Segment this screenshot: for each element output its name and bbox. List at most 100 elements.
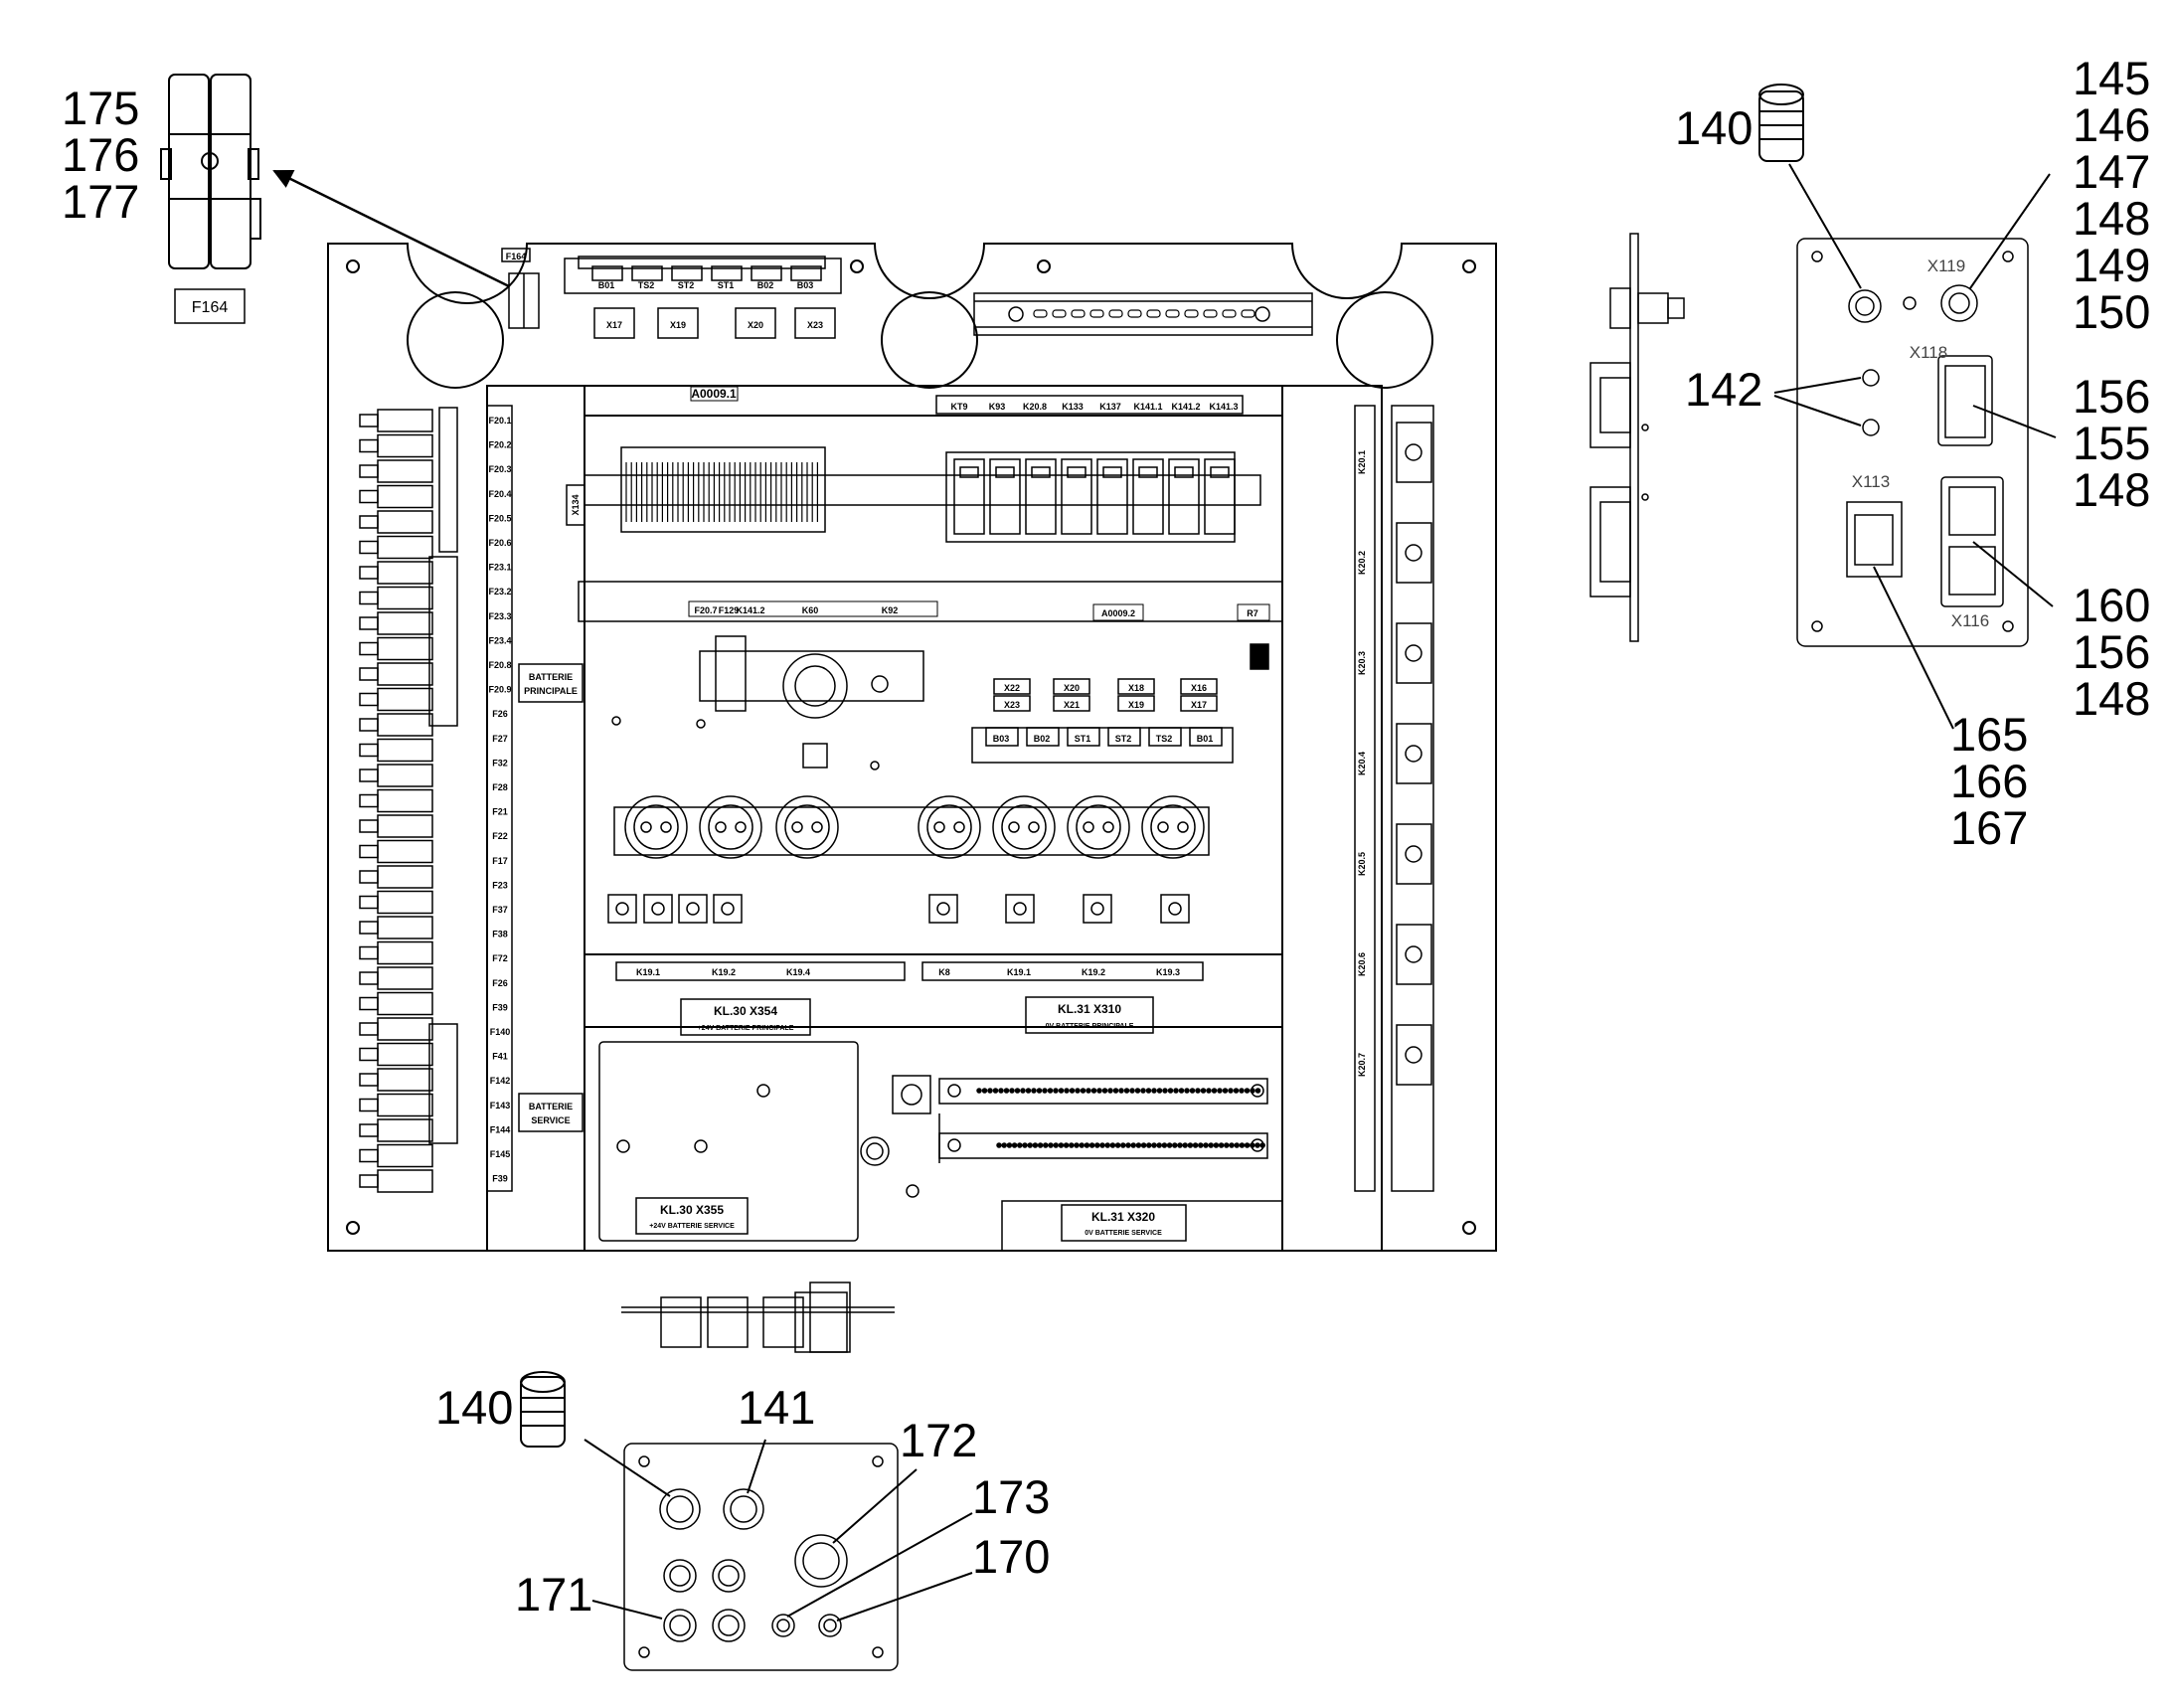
left-fuse-label: F39 (492, 1174, 508, 1184)
kl31-x310-sub: 0V BATTERIE PRINCIPALE (1046, 1023, 1134, 1030)
top-relay (657, 307, 699, 339)
terminal-dot (1011, 1142, 1018, 1148)
left-relay (377, 535, 433, 560)
leader-140-bottom (584, 1439, 671, 1497)
label-a0009-2: A0009.2 (1101, 608, 1135, 618)
batterie-principale-l2: PRINCIPALE (524, 686, 578, 696)
round-fuse-bolt (640, 821, 652, 833)
left-relay (377, 662, 433, 686)
square-terminal-bolt (1090, 902, 1104, 916)
mid-relay-label: X22 (1004, 683, 1020, 693)
mid-fuse-label: B01 (1197, 734, 1214, 744)
right-relay-body (1396, 823, 1432, 885)
left-fuse-label: F23 (492, 880, 508, 890)
left-relay (377, 839, 433, 864)
left-relay-pin (359, 438, 379, 453)
terminal-dot (1187, 1142, 1194, 1148)
left-relay (377, 966, 433, 990)
terminal-dot (1107, 1088, 1113, 1094)
kl31-x320-title: KL.31 X320 (1091, 1210, 1155, 1224)
kl31-x320-sub: 0V BATTERIE SERVICE (1085, 1230, 1162, 1237)
callout-173: 173 (972, 1470, 1050, 1523)
shunt-assembly (611, 635, 1269, 770)
relay-top-label: K93 (989, 402, 1006, 412)
leader-156 (1972, 405, 2057, 438)
terminal-dot (1222, 1088, 1229, 1094)
mid-relay-label: X17 (1191, 700, 1207, 710)
left-fuse-label: F144 (490, 1124, 511, 1134)
square-terminal-bolt (686, 902, 700, 916)
right-relay-screw (1405, 745, 1422, 763)
terminal-dot (1250, 1142, 1255, 1148)
left-relay-pin (359, 1123, 379, 1137)
cable-gland-140-bottom (520, 1371, 566, 1448)
terminal-dot (1140, 1088, 1146, 1094)
rail-slot (1108, 309, 1123, 318)
left-fuse-label: F20.9 (488, 685, 511, 695)
mid-relay (1053, 678, 1090, 695)
left-fuse-label: F17 (492, 856, 508, 866)
round-fuse-outer (1141, 795, 1205, 859)
terminal-dot (1125, 1142, 1131, 1148)
top-fuse-block-frame (564, 257, 842, 294)
left-relay-pin (359, 591, 379, 605)
rail-slot (1127, 309, 1142, 318)
top-fuse-cell (671, 265, 703, 281)
top-fuse-cell (790, 265, 822, 281)
terminal-kl30-x354: KL.30 X354 +24V BATTERIE PRINCIPALE (680, 998, 811, 1036)
square-terminal-bolt (651, 902, 665, 916)
relay-coil (995, 466, 1015, 478)
relay-lower-right-label: K19.2 (1082, 967, 1105, 977)
left-relay-bracket (438, 407, 458, 553)
relay-top-label: K141.1 (1133, 402, 1162, 412)
mid-fuse-cell (1189, 727, 1223, 747)
terminal-dot (1228, 1088, 1234, 1094)
terminal-dot (1244, 1142, 1251, 1148)
terminal-dot (1032, 1142, 1039, 1148)
terminal-dot (1112, 1088, 1119, 1094)
round-fuse-outer (624, 795, 688, 859)
mid-fuse-cell (1067, 727, 1100, 747)
label-x134: X134 (571, 494, 581, 515)
terminal-dot (1120, 1142, 1126, 1148)
mid-relay-label: X21 (1064, 700, 1080, 710)
terminal-dot (1022, 1142, 1028, 1148)
left-relay (377, 764, 433, 787)
relay-top-label: K137 (1099, 402, 1121, 412)
mid-relay (993, 678, 1031, 695)
terminal-dot (1182, 1142, 1188, 1148)
terminal-dot (1162, 1088, 1168, 1094)
round-fuse-inner (926, 804, 972, 850)
right-relay-label: K20.1 (1357, 450, 1367, 474)
connector-plate-right (1796, 238, 2029, 647)
left-relay-pin (359, 1098, 379, 1112)
terminal-dot (1075, 1088, 1081, 1094)
right-relay-strip (1354, 405, 1376, 1192)
fuse-mid-label: F129 (719, 605, 740, 615)
round-fuse-outer (992, 795, 1056, 859)
terminal-dot (1109, 1142, 1116, 1148)
right-relay-screw (1405, 945, 1422, 963)
round-fuse-bolt (933, 821, 945, 833)
terminal-dot (1189, 1088, 1196, 1094)
round-fuse-outer (775, 795, 839, 859)
round-fuse-bolt (791, 821, 803, 833)
leader-141 (747, 1439, 766, 1494)
rail-slot (1165, 309, 1180, 318)
left-relay-column (359, 407, 458, 1193)
callout-176: 176 (62, 128, 139, 181)
callout-140-bottom: 140 (435, 1381, 513, 1434)
right-relay-label: K20.7 (1357, 1053, 1367, 1077)
round-fuse-inner (1001, 804, 1047, 850)
terminal-dot (1178, 1088, 1185, 1094)
terminal-dot (1118, 1088, 1124, 1094)
relay-lower-right-label: K19.1 (1007, 967, 1031, 977)
top-relay (735, 307, 776, 339)
terminal-dot (1104, 1142, 1110, 1148)
left-relay-pin (359, 616, 379, 630)
left-relay (377, 1068, 433, 1092)
relay-coil (1210, 466, 1230, 478)
relay-body (1168, 458, 1200, 535)
